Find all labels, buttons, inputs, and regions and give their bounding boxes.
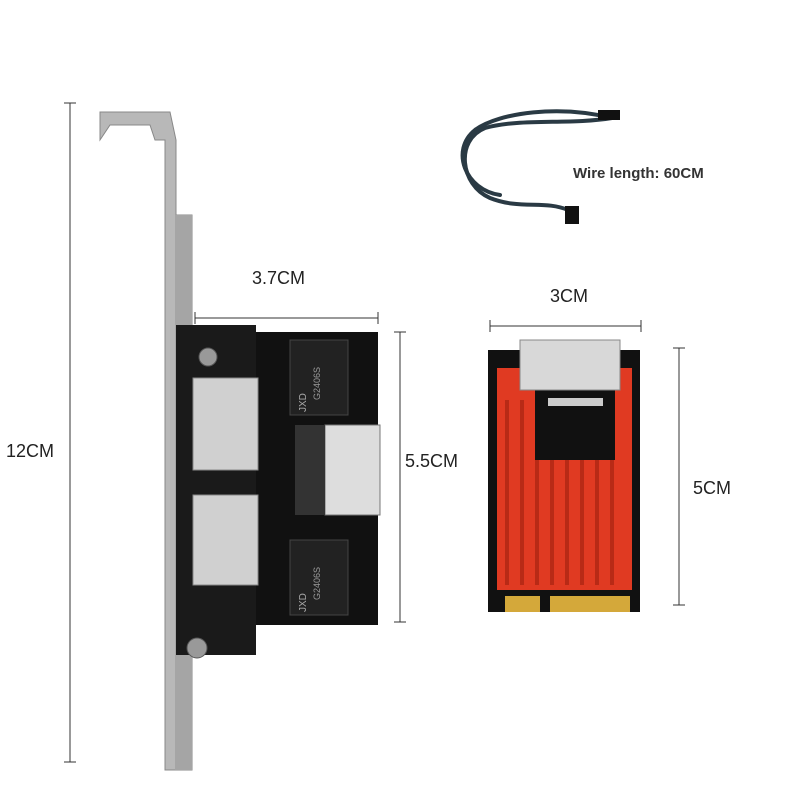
label-3cm: 3CM — [550, 286, 589, 306]
cable — [460, 109, 620, 224]
chip-brand-top: JXD — [298, 393, 309, 412]
label-5-5cm: 5.5CM — [405, 451, 459, 471]
label-12cm: 12CM — [6, 441, 55, 461]
mini-pcie-card — [488, 339, 640, 612]
network-card: JXD G2406S JXD G2406S — [176, 325, 381, 659]
chip-marking-bottom: G2406S — [312, 567, 322, 600]
dimension-lines — [64, 102, 685, 763]
label-3-7cm: 3.7CM — [252, 268, 306, 288]
chip-marking-top: G2406S — [312, 367, 322, 400]
chip-brand-bottom: JXD — [298, 593, 309, 612]
wire-length-label: Wire length: 60CM — [573, 165, 704, 182]
label-5cm: 5CM — [693, 478, 732, 498]
